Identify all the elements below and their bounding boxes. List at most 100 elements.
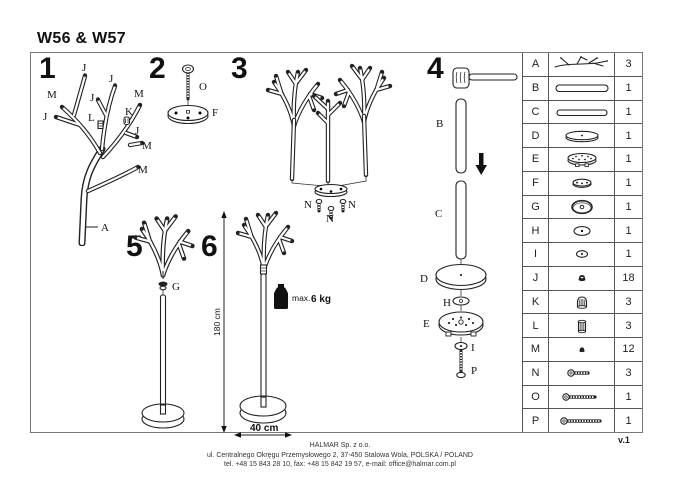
parts-table-row: M 12 bbox=[523, 338, 642, 362]
step-1-illustration: J M J J L J M K J M M A bbox=[43, 62, 152, 246]
part-letter: H bbox=[523, 219, 549, 242]
part-label-g: G bbox=[172, 281, 180, 293]
part-qty: 3 bbox=[625, 367, 632, 380]
pole-c-part bbox=[455, 180, 467, 260]
part-letter: P bbox=[523, 409, 549, 432]
base-part bbox=[141, 403, 185, 429]
part-label-j: J bbox=[90, 92, 95, 104]
part-letter: F bbox=[523, 171, 549, 195]
pole-b-part bbox=[455, 98, 467, 174]
footer-address: ul. Centralnego Okręgu Przemysłowego 2, … bbox=[206, 451, 473, 459]
pole-long-icon bbox=[549, 76, 615, 100]
part-label-a: A bbox=[101, 222, 109, 234]
part-letter: L bbox=[523, 314, 549, 337]
version-label: v.1 bbox=[618, 435, 630, 445]
part-label-l: L bbox=[88, 112, 95, 124]
holes-disc-icon bbox=[549, 148, 615, 171]
mount-plate-icon bbox=[549, 171, 615, 195]
dome-k-part bbox=[123, 116, 131, 126]
parts-table-row: H 1 bbox=[523, 219, 642, 243]
part-label-b: B bbox=[436, 118, 443, 130]
part-label-j: J bbox=[82, 62, 87, 74]
max-load-indicator: max. 6 kg bbox=[274, 284, 331, 309]
part-letter: G bbox=[523, 195, 549, 219]
sleeve-l-part bbox=[97, 120, 104, 130]
page-title: W56 & W57 bbox=[37, 30, 126, 47]
part-label-m: M bbox=[134, 88, 144, 100]
washer-i-part bbox=[454, 341, 468, 351]
step-1-number: 1 bbox=[39, 52, 56, 85]
step-4-illustration: B C D H E I P bbox=[420, 67, 518, 379]
part-letter: I bbox=[523, 243, 549, 266]
part-qty: 3 bbox=[625, 319, 632, 332]
part-label-j: J bbox=[43, 111, 48, 123]
screw-medium-icon bbox=[549, 385, 615, 409]
height-dim-label: 180 cm bbox=[212, 308, 222, 336]
part-label-m: M bbox=[138, 164, 148, 176]
base-dimension: 40 cm bbox=[234, 423, 292, 438]
ring-connector-icon bbox=[549, 195, 615, 219]
step-6-illustration: 180 cm max. 6 kg bbox=[212, 197, 331, 438]
dome-cap-icon bbox=[549, 290, 615, 314]
sleeve-cap-icon bbox=[549, 314, 615, 337]
part-letter: E bbox=[523, 148, 549, 171]
parts-table-row: C 1 bbox=[523, 100, 642, 125]
screw-long-icon bbox=[549, 409, 615, 432]
part-letter: N bbox=[523, 361, 549, 385]
parts-table-row: P 1 bbox=[523, 409, 642, 432]
disc-e-part bbox=[438, 311, 484, 337]
ring-plate-part bbox=[314, 183, 348, 198]
part-label-n: N bbox=[304, 199, 312, 211]
part-label-j: J bbox=[109, 73, 114, 85]
part-letter: D bbox=[523, 124, 549, 147]
part-label-m: M bbox=[47, 89, 57, 101]
washer-small-icon bbox=[549, 243, 615, 266]
base-disc-icon bbox=[549, 124, 615, 147]
part-qty: 1 bbox=[625, 82, 632, 95]
connector-g-part bbox=[158, 281, 168, 291]
part-label-m: M bbox=[142, 140, 152, 152]
part-qty: 1 bbox=[625, 153, 632, 166]
part-label-i: I bbox=[471, 342, 475, 354]
parts-table-row: E 1 bbox=[523, 148, 642, 172]
height-dimension: 180 cm bbox=[212, 211, 227, 433]
step-5-illustration: G bbox=[126, 199, 206, 429]
screw-o-part bbox=[181, 64, 195, 101]
pole-part bbox=[260, 273, 267, 401]
part-letter: C bbox=[523, 100, 549, 124]
part-qty: 3 bbox=[625, 295, 632, 308]
part-qty: 3 bbox=[625, 58, 632, 71]
part-label-d: D bbox=[420, 273, 428, 285]
base-part bbox=[239, 395, 287, 424]
part-label-o: O bbox=[199, 81, 207, 93]
footer: HALMAR Sp. z o.o. ul. Centralnego Okręgu… bbox=[0, 441, 680, 470]
collar-part bbox=[259, 264, 268, 275]
parts-table-row: L 3 bbox=[523, 314, 642, 338]
step-6-number: 6 bbox=[201, 230, 218, 263]
disc-d-part bbox=[435, 263, 487, 291]
washer-large-icon bbox=[549, 219, 615, 242]
part-letter: J bbox=[523, 266, 549, 290]
part-label-k: K bbox=[125, 106, 133, 118]
branch-icon bbox=[549, 53, 615, 76]
max-load-value: 6 kg bbox=[311, 294, 331, 305]
base-dim-label: 40 cm bbox=[250, 423, 278, 434]
part-label-h: H bbox=[443, 297, 451, 309]
screw-n-part bbox=[315, 198, 347, 220]
parts-table-row: D 1 bbox=[523, 124, 642, 148]
part-letter: A bbox=[523, 53, 549, 76]
parts-table-row: F 1 bbox=[523, 171, 642, 196]
part-label-c: C bbox=[435, 208, 442, 220]
parts-table-row: G 1 bbox=[523, 195, 642, 220]
diagram-area: 1 2 3 4 5 6 bbox=[30, 52, 643, 438]
parts-table-row: N 3 bbox=[523, 361, 642, 386]
part-qty: 1 bbox=[625, 248, 632, 261]
footer-company: HALMAR Sp. z o.o. bbox=[309, 442, 371, 449]
part-qty: 1 bbox=[625, 129, 632, 142]
small-cap-icon bbox=[549, 338, 615, 361]
parts-table: A 3 B 1 C bbox=[522, 53, 642, 432]
step-2-number: 2 bbox=[149, 52, 166, 85]
screw-short-icon bbox=[549, 361, 615, 385]
part-qty: 12 bbox=[622, 343, 635, 356]
